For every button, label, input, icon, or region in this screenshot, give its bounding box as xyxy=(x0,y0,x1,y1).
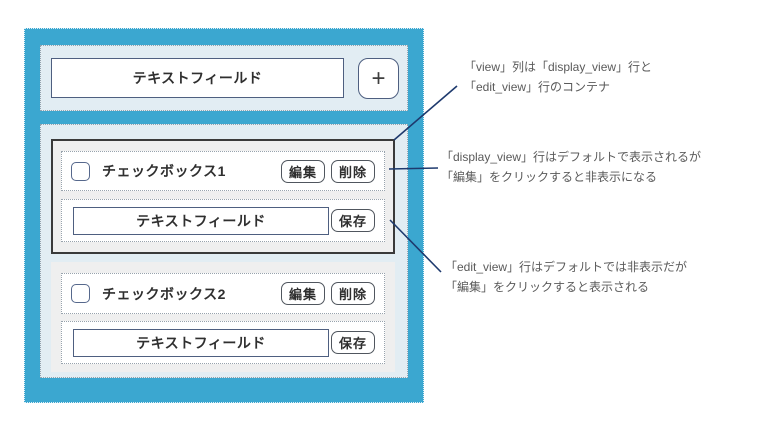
list-container-box: テキストフィールド + チェックボックス1 編集 削除 テキストフィールド 保存 xyxy=(24,28,424,403)
annotation-line: 「display_view」行はデフォルトで表示されるが xyxy=(441,150,702,164)
annotation-line: 「編集」をクリックすると非表示になる xyxy=(441,170,658,184)
annotation-display-view: 「display_view」行はデフォルトで表示されるが 「編集」をクリックする… xyxy=(441,147,701,187)
edit-button-2[interactable]: 編集 xyxy=(280,282,325,305)
display-view-row-1: チェックボックス1 編集 削除 xyxy=(61,151,385,191)
display-view-row-2: チェックボックス2 編集 削除 xyxy=(61,273,385,314)
edit-view-row-1: テキストフィールド 保存 xyxy=(61,199,385,242)
view-column-1: チェックボックス1 編集 削除 テキストフィールド 保存 xyxy=(51,139,395,254)
edit-text-field-1[interactable]: テキストフィールド xyxy=(73,206,329,235)
items-list-section: チェックボックス1 編集 削除 テキストフィールド 保存 チェックボックス2 編… xyxy=(40,124,408,378)
annotation-line: 「edit_view」行はデフォルトでは非表示だが xyxy=(445,260,688,274)
checkbox-label-1: チェックボックス1 xyxy=(102,163,226,179)
annotation-view-column: 「view」列は「display_view」行と 「edit_view」行のコン… xyxy=(464,57,652,97)
new-item-form-section: テキストフィールド + xyxy=(40,45,408,111)
plus-icon: + xyxy=(371,64,386,92)
add-button[interactable]: + xyxy=(358,58,399,99)
edit-button-1[interactable]: 編集 xyxy=(280,159,325,183)
checkbox-1[interactable] xyxy=(71,161,90,181)
save-button-2[interactable]: 保存 xyxy=(330,331,375,354)
annotation-line: 「edit_view」行のコンテナ xyxy=(464,80,611,94)
edit-text-field-2[interactable]: テキストフィールド xyxy=(73,328,329,357)
checkbox-2[interactable] xyxy=(71,284,90,303)
save-button-1[interactable]: 保存 xyxy=(330,209,375,232)
delete-button-2[interactable]: 削除 xyxy=(330,282,375,305)
annotation-line: 「編集」をクリックすると表示される xyxy=(445,280,650,294)
edit-view-row-2: テキストフィールド 保存 xyxy=(61,321,385,364)
new-item-text-field[interactable]: テキストフィールド xyxy=(51,58,344,98)
annotation-line: 「view」列は「display_view」行と xyxy=(464,60,653,74)
view-column-2: チェックボックス2 編集 削除 テキストフィールド 保存 xyxy=(51,262,395,372)
delete-button-1[interactable]: 削除 xyxy=(330,159,375,183)
checkbox-label-2: チェックボックス2 xyxy=(102,285,226,302)
annotation-edit-view: 「edit_view」行はデフォルトでは非表示だが 「編集」をクリックすると表示… xyxy=(445,257,687,297)
